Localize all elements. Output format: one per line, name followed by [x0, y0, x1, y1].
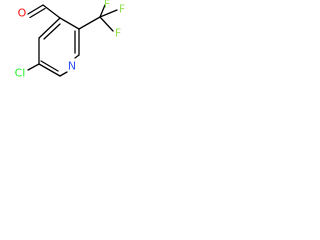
- bond-c4-c3: [59, 17, 80, 30]
- fluorine-atom-label-bottom: F: [104, 0, 110, 11]
- bond-aldehyde-co: [27, 4, 44, 15]
- fluorine-atom-label-top: F: [119, 3, 125, 16]
- bond-c5-cl: [27, 63, 40, 71]
- bond-n-c6: [59, 71, 68, 77]
- bond-c4-c4a-double: [43, 23, 61, 40]
- nitrogen-atom-label: N: [68, 60, 76, 73]
- oxygen-atom-label: O: [18, 7, 27, 20]
- bond-aldehyde-co-double: [29, 7, 46, 19]
- structure-diagram: O N Cl F F F: [0, 0, 176, 113]
- bond-c2-n: [74, 54, 80, 59]
- molecule-drawing: O N Cl F F F: [15, 0, 126, 80]
- bond-c6-c5: [38, 63, 61, 77]
- chlorine-atom-label: Cl: [15, 67, 26, 80]
- bond-c6-c5-double: [40, 60, 59, 72]
- bond-c4-cho: [42, 4, 61, 19]
- bond-cf3-f-bottom: [99, 4, 106, 18]
- bond-c2-cf3: [78, 16, 101, 30]
- bond-cf3-f-top: [99, 9, 118, 18]
- bond-c4-c4a: [38, 17, 61, 39]
- bond-cf3-f-right: [99, 16, 114, 32]
- fluorine-atom-label-right: F: [115, 27, 121, 40]
